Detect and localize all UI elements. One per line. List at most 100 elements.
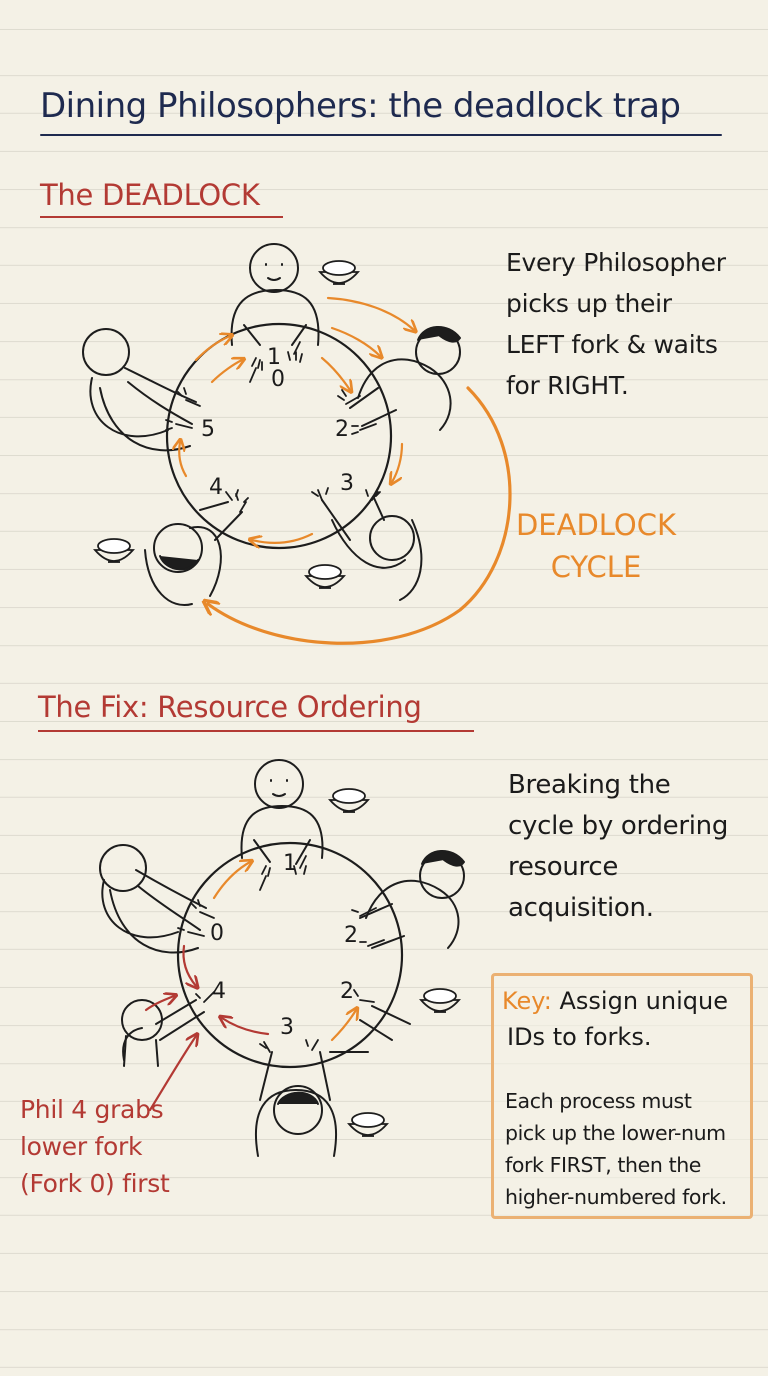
order-arrow	[222, 1018, 270, 1036]
fork-icon	[353, 989, 375, 1003]
philosopher-right-bottom	[321, 497, 423, 601]
deadlock-cycle-label: DEADLOCK CYCLE	[506, 504, 686, 588]
fork-icon	[165, 419, 193, 431]
deadlock-note-line: picks up their	[506, 289, 672, 318]
fix-note-line: acquisition.	[508, 893, 654, 923]
fork-number: 0	[210, 921, 224, 946]
table-circle	[165, 322, 393, 550]
deadlock-note-line: LEFT fork & waits	[506, 330, 718, 359]
philosopher-left-bottom	[144, 501, 243, 607]
order-arrow	[144, 996, 174, 1012]
fork-icon	[235, 493, 249, 513]
fork-icon	[337, 389, 361, 405]
rice-bowl-icon	[318, 260, 360, 285]
fork-number: 4	[209, 475, 223, 500]
cycle-arrow	[194, 336, 230, 362]
fork-number: 4	[212, 979, 226, 1004]
fork-icon	[177, 387, 201, 407]
philosopher-right	[359, 850, 465, 949]
fork-number: 3	[280, 1015, 294, 1040]
fork-icon	[287, 341, 303, 363]
cycle-arrow	[252, 532, 314, 543]
deadlock-heading: The DEADLOCK	[40, 178, 260, 212]
cycle-arrow	[179, 442, 188, 478]
rice-bowl-icon	[419, 988, 461, 1013]
fork-number: 1	[267, 345, 281, 370]
fix-note-line: Breaking the	[508, 770, 671, 800]
cycle-arrow	[326, 296, 414, 330]
fork-number: 1	[283, 851, 297, 876]
fork-number: 2	[344, 923, 358, 948]
fork-number: 3	[340, 471, 354, 496]
philosopher-right-bottom	[329, 1005, 411, 1053]
rice-bowl-icon	[93, 538, 135, 563]
philosopher-right-top	[349, 326, 461, 431]
fix-note-line: resource	[508, 852, 619, 882]
deadlock-cycle-label-line: DEADLOCK	[515, 508, 677, 542]
fork-number: 5	[201, 417, 215, 442]
key-body-line: fork FIRST, then the	[505, 1153, 702, 1177]
fork-icon	[365, 489, 381, 501]
cycle-arrow	[320, 356, 350, 390]
key-body-line: Each process must	[505, 1089, 692, 1113]
deadlock-heading-underline	[40, 216, 283, 218]
fork-icon	[259, 865, 271, 891]
fork-icon	[351, 907, 377, 917]
fork-number: 0	[271, 367, 285, 392]
fork-icon	[351, 423, 377, 435]
key-body: Each process must pick up the lower-num …	[505, 1085, 755, 1213]
fork-icon	[177, 927, 205, 937]
deadlock-note: Every Philosopher picks up their LEFT fo…	[506, 242, 761, 406]
fix-heading: The Fix: Resource Ordering	[38, 690, 422, 724]
philosopher-left-top	[82, 328, 197, 452]
fix-table	[176, 841, 404, 1069]
phil4-note-line: lower fork	[20, 1132, 143, 1161]
phil4-arrow	[148, 1036, 196, 1112]
key-box	[491, 973, 753, 1219]
fix-note-line: cycle by ordering	[508, 811, 729, 841]
cycle-arrow	[210, 360, 242, 384]
table-circle	[176, 841, 404, 1069]
fork-icon	[249, 357, 263, 383]
cycle-arrow	[392, 442, 404, 482]
fork-icon	[259, 1041, 271, 1053]
key-title-rest: Assign unique	[551, 987, 728, 1015]
phil4-note-line: (Fork 0) first	[20, 1169, 170, 1198]
deadlock-cycle-label-line: CYCLE	[550, 550, 642, 584]
key-body-line: pick up the lower-num	[505, 1121, 726, 1145]
key-body-line: higher-numbered fork.	[505, 1185, 727, 1209]
key-title-line2: IDs to forks.	[507, 1023, 652, 1051]
deadlock-table	[165, 322, 393, 550]
fix-note: Breaking the cycle by ordering resource …	[508, 765, 758, 929]
rice-bowl-icon	[328, 788, 370, 813]
key-title-line1: Key: Assign unique	[502, 983, 752, 1019]
philosopher-bottom	[254, 1051, 338, 1157]
order-arrow	[182, 944, 197, 986]
title-underline	[40, 134, 722, 136]
key-title: Key: Assign unique IDs to forks.	[502, 983, 752, 1055]
philosopher-left	[99, 844, 207, 954]
deadlock-cycle-arrow	[208, 386, 512, 645]
fork-icon	[311, 487, 329, 501]
fork-icon	[359, 939, 385, 947]
order-arrow	[330, 1010, 356, 1042]
philosopher-top	[230, 243, 320, 346]
philosopher-left-bottom	[121, 999, 205, 1067]
key-word: Key:	[502, 987, 552, 1015]
deadlock-note-line: for RIGHT.	[506, 371, 629, 400]
fork-number: 2	[335, 417, 349, 442]
fix-heading-underline	[38, 730, 474, 732]
fork-icon	[195, 991, 215, 1003]
order-arrow	[212, 862, 250, 900]
cycle-arrow	[330, 326, 380, 356]
rice-bowl-icon	[347, 1112, 389, 1137]
fork-icon	[305, 1039, 319, 1051]
rice-bowl-icon	[304, 564, 346, 589]
philosopher-top	[240, 759, 324, 865]
deadlock-note-line: Every Philosopher	[506, 248, 726, 277]
fork-icon	[293, 855, 307, 875]
phil4-note-line: Phil 4 grabs	[20, 1095, 164, 1124]
fork-number: 2	[340, 979, 354, 1004]
fork-icon	[191, 899, 215, 919]
